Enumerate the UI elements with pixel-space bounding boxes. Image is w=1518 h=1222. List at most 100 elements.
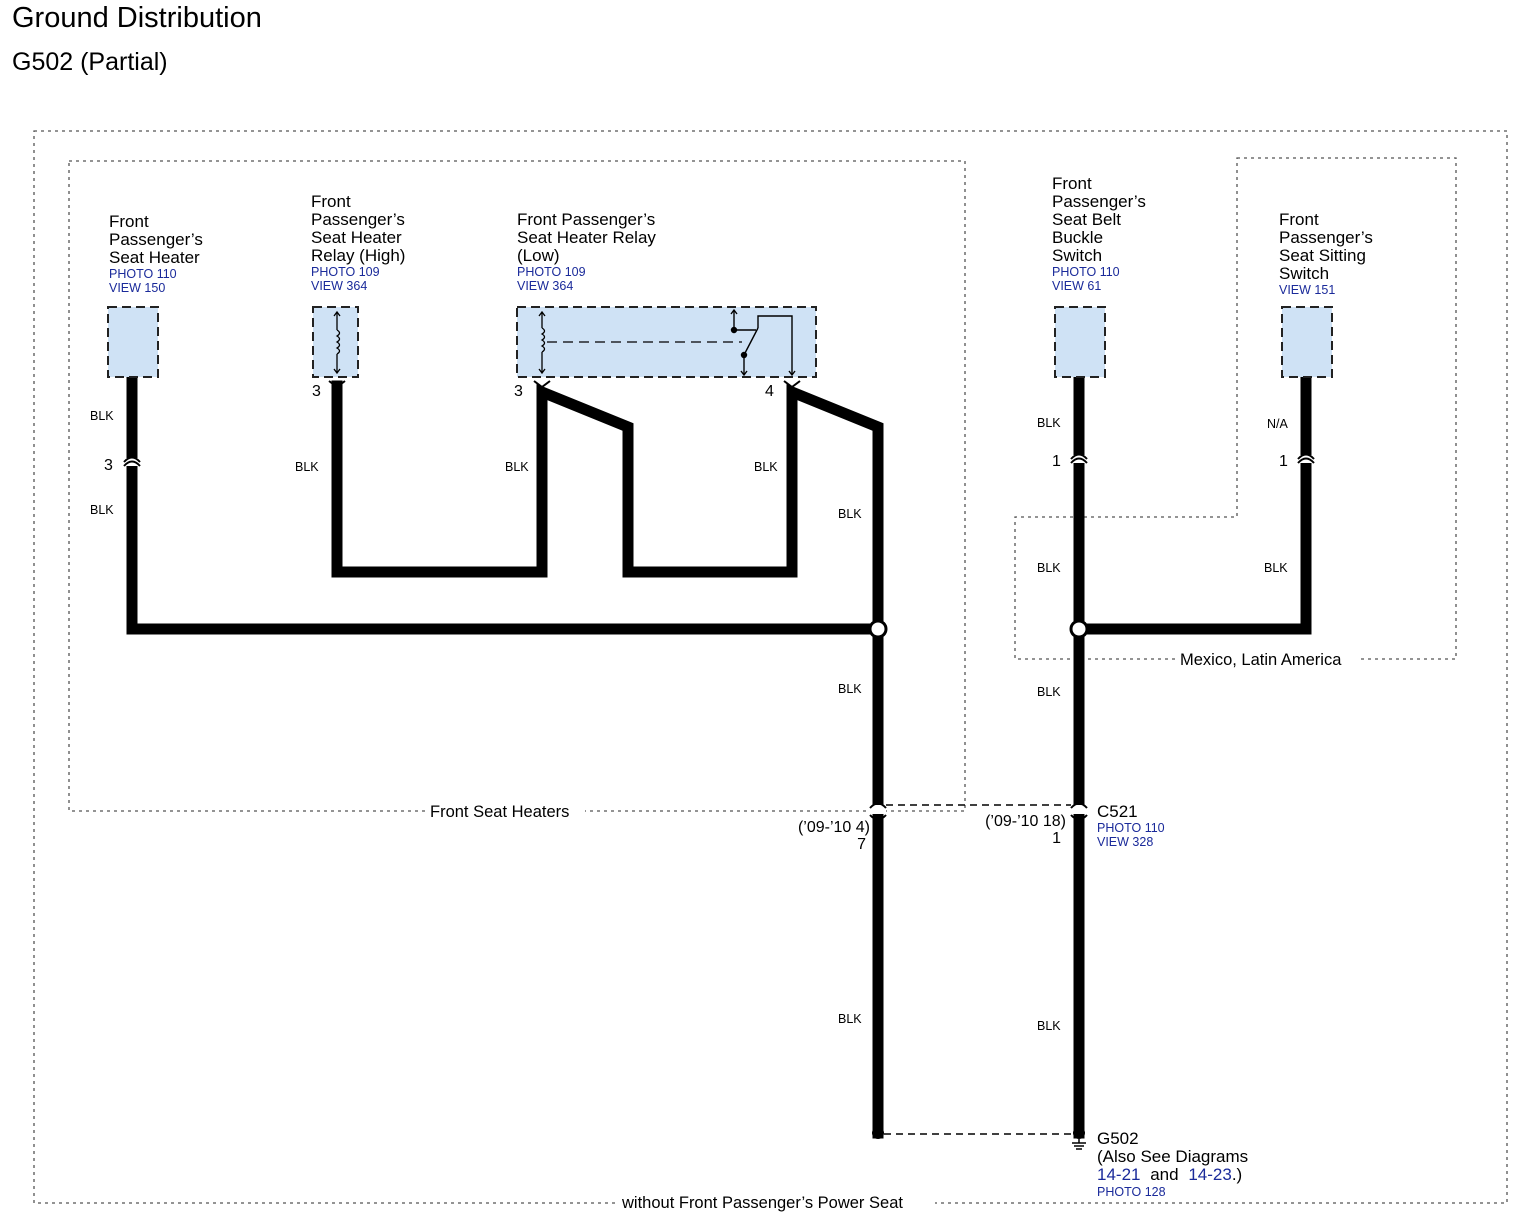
svg-text:Passenger’s: Passenger’s — [311, 210, 405, 229]
ground-g502-label: G502 (Also See Diagrams 14-21 and 14-23.… — [1097, 1129, 1248, 1199]
wire-color-label: BLK — [838, 682, 862, 696]
relay-coil-icon — [333, 310, 341, 375]
relay-switch-icon — [730, 308, 796, 377]
svg-text:Front Passenger’s: Front Passenger’s — [517, 210, 655, 229]
svg-text:VIEW 150: VIEW 150 — [109, 281, 165, 295]
svg-text:(Low): (Low) — [517, 246, 560, 265]
svg-text:VIEW 364: VIEW 364 — [517, 279, 573, 293]
wire-color-label: BLK — [754, 460, 778, 474]
connector-c521-left-break — [869, 802, 887, 821]
connector-c521-right-break — [1070, 802, 1088, 821]
wire-color-label: BLK — [90, 503, 114, 517]
seat-heater-component — [107, 306, 159, 378]
svg-text:PHOTO 110: PHOTO 110 — [1052, 265, 1120, 279]
svg-text:Switch: Switch — [1052, 246, 1102, 265]
region-mexico-outline — [1014, 157, 1457, 660]
pin-relay-low-3: 3 — [514, 383, 523, 400]
pin-c521-right-alt: (’09-’10 18) — [985, 813, 1066, 830]
svg-text:Seat Heater Relay: Seat Heater Relay — [517, 228, 656, 247]
wire-relay-high-loop — [331, 380, 884, 1139]
wire-color-label: BLK — [1037, 1019, 1061, 1033]
page-subtitle: G502 (Partial) — [12, 48, 168, 76]
svg-text:PHOTO 109: PHOTO 109 — [517, 265, 586, 279]
svg-text:Front: Front — [311, 192, 351, 211]
belt-switch-label: Front Passenger’s Seat Belt Buckle Switc… — [1052, 174, 1146, 293]
pin-arrow-relay-low-3 — [533, 380, 551, 389]
seat-heater-label: Front Passenger’s Seat Heater PHOTO 110 … — [109, 212, 203, 295]
ground-terminal-dot — [872, 1127, 884, 1139]
svg-text:C521: C521 — [1097, 802, 1138, 821]
caption-bg — [615, 1192, 935, 1214]
relay-coil-icon — [538, 310, 546, 375]
inline-connector-heater — [123, 456, 141, 467]
wire-sitting-switch — [1073, 372, 1312, 635]
svg-text:14-21 and 14-23.): 14-21 and 14-23.) — [1097, 1165, 1242, 1184]
svg-text:Front: Front — [109, 212, 149, 231]
pin-belt-inline: 1 — [1052, 453, 1061, 470]
wire-color-label: N/A — [1267, 417, 1289, 431]
svg-text:Seat Heater: Seat Heater — [311, 228, 402, 247]
pin-relay-high: 3 — [312, 383, 321, 400]
wire-color-label: BLK — [295, 460, 319, 474]
diagram-and-text: and — [1150, 1165, 1178, 1184]
svg-text:Switch: Switch — [1279, 264, 1329, 283]
diagram-note-suffix: .) — [1232, 1165, 1242, 1184]
pin-arrow-relay-high — [328, 380, 346, 389]
splice-junction-left — [868, 619, 888, 639]
pin-c521-left: 7 — [857, 836, 866, 853]
caption-bg — [425, 800, 585, 822]
inline-connector-belt — [1070, 453, 1088, 464]
svg-text:Seat Heater: Seat Heater — [109, 248, 200, 267]
ground-symbol-icon — [1072, 1127, 1086, 1150]
diagram-link-14-21[interactable]: 14-21 — [1097, 1165, 1140, 1184]
region-outer-outline — [33, 130, 1508, 1204]
svg-text:PHOTO 110: PHOTO 110 — [109, 267, 177, 281]
page-title: Ground Distribution — [12, 2, 262, 34]
pin-c521-right: 1 — [1052, 830, 1061, 847]
svg-text:Passenger’s: Passenger’s — [1279, 228, 1373, 247]
svg-text:Seat Sitting: Seat Sitting — [1279, 246, 1366, 265]
pin-arrow-relay-low-4 — [783, 380, 801, 389]
svg-text:Seat Belt: Seat Belt — [1052, 210, 1121, 229]
wire-color-label: BLK — [1037, 561, 1061, 575]
svg-text:PHOTO 128: PHOTO 128 — [1097, 1185, 1166, 1199]
svg-text:Passenger’s: Passenger’s — [1052, 192, 1146, 211]
svg-text:Passenger’s: Passenger’s — [109, 230, 203, 249]
svg-text:Front: Front — [1052, 174, 1092, 193]
svg-text:PHOTO 109: PHOTO 109 — [311, 265, 380, 279]
pin-relay-low-4: 4 — [765, 383, 774, 400]
sitting-switch-component — [1281, 306, 1333, 378]
belt-switch-component — [1054, 306, 1106, 378]
region-front-seat-heaters-outline — [68, 160, 966, 812]
relay-high-label: Front Passenger’s Seat Heater Relay (Hig… — [311, 192, 405, 293]
svg-text:VIEW 151: VIEW 151 — [1279, 283, 1335, 297]
wire-color-label: BLK — [1037, 685, 1061, 699]
svg-text:VIEW 328: VIEW 328 — [1097, 835, 1153, 849]
svg-text:(Also See Diagrams: (Also See Diagrams — [1097, 1147, 1248, 1166]
relay-low-label: Front Passenger’s Seat Heater Relay (Low… — [517, 210, 656, 293]
relay-low-component — [516, 306, 817, 378]
wire-color-label: BLK — [1037, 416, 1061, 430]
relay-high-component — [312, 306, 359, 378]
region-label-mexico: Mexico, Latin America — [1180, 651, 1342, 669]
inline-connector-sitting — [1297, 453, 1315, 464]
pin-heater-inline: 3 — [104, 457, 113, 474]
pin-sitting-inline: 1 — [1279, 453, 1288, 470]
wire-color-label: BLK — [505, 460, 529, 474]
svg-text:VIEW 61: VIEW 61 — [1052, 279, 1101, 293]
pin-c521-left-alt: (’09-’10 4) — [798, 819, 870, 836]
svg-text:Relay (High): Relay (High) — [311, 246, 405, 265]
splice-junction-right — [1069, 619, 1089, 639]
wire-color-label: BLK — [90, 409, 114, 423]
wire-seat-heater — [126, 372, 884, 635]
region-label-front-seat-heaters: Front Seat Heaters — [430, 803, 569, 821]
svg-text:PHOTO 110: PHOTO 110 — [1097, 821, 1165, 835]
diagram-link-14-23[interactable]: 14-23 — [1188, 1165, 1231, 1184]
sitting-switch-label: Front Passenger’s Seat Sitting Switch VI… — [1279, 210, 1373, 297]
wire-color-label: BLK — [838, 507, 862, 521]
region-label-without-power-seat: without Front Passenger’s Power Seat — [621, 1194, 903, 1212]
svg-text:G502: G502 — [1097, 1129, 1139, 1148]
connector-c521-label: C521 PHOTO 110 VIEW 328 — [1097, 802, 1165, 849]
svg-text:Front: Front — [1279, 210, 1319, 229]
